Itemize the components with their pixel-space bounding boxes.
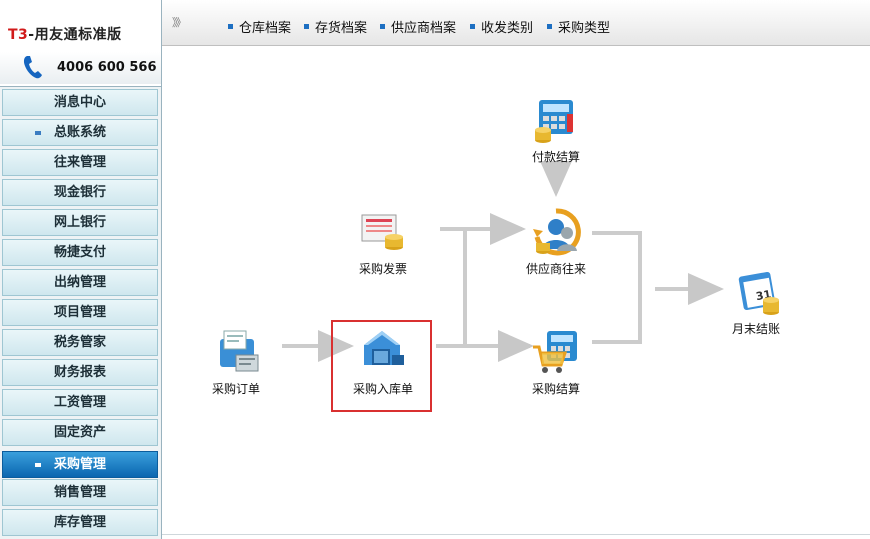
toolbar-link-label: 收发类别: [481, 21, 534, 36]
bullet-icon: [380, 24, 385, 29]
bullet-icon: [547, 24, 552, 29]
sidebar-item-label: 固定资产: [53, 425, 106, 440]
brand-title: T3-用友通标准版: [8, 24, 122, 44]
purchase-invoice-icon[interactable]: [358, 207, 408, 257]
phone-icon: [22, 54, 44, 84]
sidebar-item-13[interactable]: 销售管理: [2, 479, 158, 506]
month-end-calendar-icon[interactable]: 31: [733, 266, 783, 316]
sidebar-item-4[interactable]: 网上银行: [2, 209, 158, 236]
purchase-receipt-label[interactable]: 采购入库单: [352, 382, 413, 396]
sidebar-item-11[interactable]: 固定资产: [2, 419, 158, 446]
sidebar-item-14[interactable]: 库存管理: [2, 509, 158, 536]
purchase-order-label[interactable]: 采购订单: [211, 382, 260, 396]
toolbar-link-supplier[interactable]: 供应商档案: [380, 17, 456, 36]
toolbar-link-purchase-type[interactable]: 采购类型: [547, 17, 610, 36]
toolbar: 》》 仓库档案 存货档案 供应商档案 收发类别 采购类型: [162, 0, 870, 46]
purchase-settlement-label[interactable]: 采购结算: [531, 382, 580, 396]
brand-title-text: -用友通标准版: [28, 27, 122, 43]
sidebar-item-0[interactable]: 消息中心: [2, 89, 158, 116]
payment-settlement-label[interactable]: 付款结算: [531, 150, 580, 164]
purchase-receipt-icon[interactable]: [358, 325, 408, 375]
hotline-number: 4006 600 566: [57, 60, 157, 75]
sidebar-item-label: 现金银行: [53, 185, 106, 200]
toolbar-link-warehouse[interactable]: 仓库档案: [228, 17, 291, 36]
month-end-label[interactable]: 月末结账: [731, 322, 780, 336]
sidebar-item-label: 工资管理: [53, 395, 106, 410]
sidebar-item-label: 往来管理: [53, 155, 106, 170]
sidebar-item-8[interactable]: 税务管家: [2, 329, 158, 356]
bullet-icon: [35, 131, 41, 135]
bullet-icon: [470, 24, 475, 29]
purchase-invoice-label[interactable]: 采购发票: [358, 262, 407, 276]
payment-settlement-icon[interactable]: [531, 96, 581, 146]
sidebar-item-label: 税务管家: [53, 335, 106, 350]
sidebar-item-label: 库存管理: [53, 515, 106, 530]
sidebar-item-6[interactable]: 出纳管理: [2, 269, 158, 296]
brand-prefix: T3: [8, 27, 29, 43]
toolbar-link-label: 供应商档案: [391, 21, 457, 36]
bullet-icon: [35, 463, 41, 467]
hotline: 4006 600 566: [0, 52, 161, 84]
bullet-icon: [228, 24, 233, 29]
sidebar-item-label: 总账系统: [53, 125, 106, 140]
sidebar-item-5[interactable]: 畅捷支付: [2, 239, 158, 266]
sidebar-item-9[interactable]: 财务报表: [2, 359, 158, 386]
sidebar-item-label: 采购管理: [53, 457, 106, 472]
bullet-icon: [304, 24, 309, 29]
bottom-divider: [162, 534, 870, 535]
supplier-account-label[interactable]: 供应商往来: [525, 262, 586, 276]
toolbar-link-label: 存货档案: [315, 21, 368, 36]
toolbar-link-label: 采购类型: [558, 21, 611, 36]
sidebar-item-3[interactable]: 现金银行: [2, 179, 158, 206]
purchase-order-icon[interactable]: [214, 325, 264, 375]
collapse-chevron-icon[interactable]: 》》: [172, 16, 186, 29]
sidebar-item-1[interactable]: 总账系统: [2, 119, 158, 146]
toolbar-link-inventory[interactable]: 存货档案: [304, 17, 367, 36]
sidebar-item-label: 出纳管理: [53, 275, 106, 290]
sidebar: T3-用友通标准版 4006 600 566 消息中心总账系统往来管理现金银行网…: [0, 0, 162, 539]
purchase-settlement-icon[interactable]: [531, 325, 581, 375]
toolbar-link-receive-send-type[interactable]: 收发类别: [470, 17, 533, 36]
sidebar-item-7[interactable]: 项目管理: [2, 299, 158, 326]
sidebar-item-label: 销售管理: [53, 485, 106, 500]
sidebar-item-label: 网上银行: [53, 215, 106, 230]
sidebar-item-12[interactable]: 采购管理: [2, 451, 158, 478]
supplier-account-icon[interactable]: [531, 207, 581, 257]
sidebar-item-2[interactable]: 往来管理: [2, 149, 158, 176]
toolbar-link-label: 仓库档案: [239, 21, 292, 36]
sidebar-item-label: 畅捷支付: [53, 245, 106, 260]
sidebar-item-label: 财务报表: [53, 365, 106, 380]
sidebar-item-label: 消息中心: [53, 95, 106, 110]
sidebar-item-label: 项目管理: [53, 305, 106, 320]
brand-header: T3-用友通标准版 4006 600 566: [0, 0, 161, 87]
sidebar-item-10[interactable]: 工资管理: [2, 389, 158, 416]
selection-highlight: [331, 320, 432, 412]
